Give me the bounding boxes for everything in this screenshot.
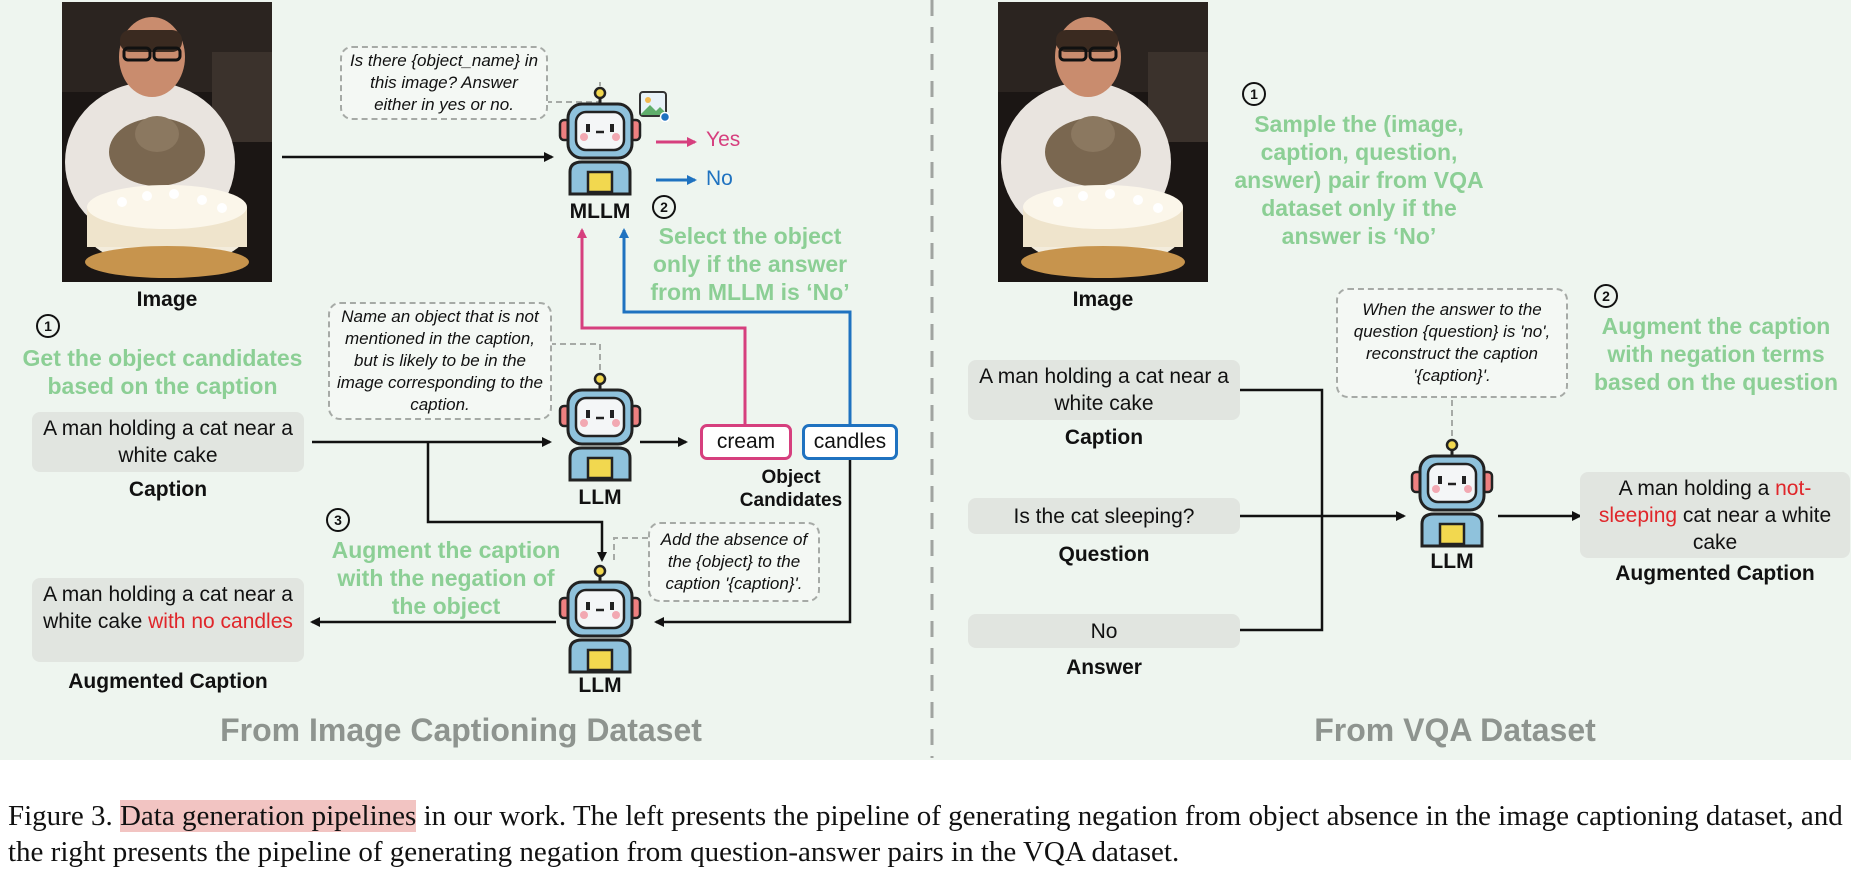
step1-description: Get the object candidates based on the c… — [22, 345, 303, 399]
right-photo-image — [998, 2, 1208, 282]
yes-answer: Yes — [706, 128, 741, 151]
llm-label-2: LLM — [578, 674, 622, 697]
right-step2-circle: 2 — [1594, 284, 1618, 308]
right-augmented-caption-box: A man holding a not-sleeping cat near a … — [1580, 472, 1850, 558]
right-augmented-suffix: cat near a white cake — [1682, 504, 1832, 554]
figure-caption-highlight: Data generation pipelines — [119, 800, 417, 832]
mllm-label: MLLM — [569, 200, 631, 223]
right-augmented-caption-label: Augmented Caption — [1615, 562, 1815, 585]
left-augmented-caption-text: A man holding a cat near a white cake — [43, 583, 293, 633]
candidate-candles: candles — [802, 424, 898, 460]
right-llm-label: LLM — [1430, 550, 1474, 573]
right-section-title: From VQA Dataset — [1314, 712, 1596, 748]
right-caption-box: A man holding a cat near a white cake — [968, 360, 1240, 420]
llm-robot-icon — [1410, 436, 1494, 548]
figure-caption-label: Figure 3. — [8, 800, 113, 832]
right-answer-box: No — [968, 614, 1240, 648]
left-section-title: From Image Captioning Dataset — [220, 712, 702, 748]
vqa-prompt: When the answer to the question {questio… — [1336, 288, 1568, 398]
figure-caption-text: in our work. The left presents the pipel… — [8, 800, 1843, 868]
right-augmented-prefix: A man holding a — [1618, 477, 1770, 500]
object-candidates-label: Object Candidates — [739, 467, 843, 511]
left-augmented-caption-box: A man holding a cat near a white cake wi… — [32, 578, 304, 662]
step3-circle: 3 — [326, 508, 350, 532]
right-augmented-negation: not-sleeping — [1598, 477, 1812, 527]
right-answer-label: Answer — [1066, 656, 1142, 679]
right-image-label: Image — [1072, 288, 1134, 311]
right-step1-circle: 1 — [1242, 82, 1266, 106]
mllm-prompt: Is there {object_name} in this image? An… — [340, 46, 548, 120]
llm-robot-icon — [558, 370, 642, 482]
mllm-robot-icon — [558, 84, 642, 196]
no-answer: No — [706, 167, 733, 190]
figure-caption: Figure 3. Data generation pipelines in o… — [8, 798, 1851, 870]
right-step2-description: Augment the caption with negation terms … — [1593, 313, 1839, 395]
image-icon — [638, 90, 670, 122]
step2-circle: 2 — [652, 195, 676, 219]
step3-description: Augment the caption with the negation of… — [331, 537, 561, 619]
left-caption-label: Caption — [128, 478, 208, 501]
figure-canvas: Image 1 Get the object candidates based … — [0, 0, 1851, 760]
right-question-label: Question — [1058, 543, 1150, 566]
right-caption-label: Caption — [1064, 426, 1144, 449]
candidate-cream: cream — [700, 424, 792, 460]
llm-absence-prompt: Add the absence of the {object} to the c… — [648, 522, 820, 602]
connector-lines — [282, 0, 1582, 758]
step1-circle: 1 — [36, 314, 60, 338]
llm-robot-icon — [558, 562, 642, 674]
left-photo-image — [62, 2, 272, 282]
right-step1-description: Sample the (image, caption, question, an… — [1234, 111, 1484, 249]
left-augmented-negation: with no candles — [148, 610, 293, 633]
left-caption-box: A man holding a cat near a white cake — [32, 412, 304, 472]
llm-object-prompt: Name an object that is not mentioned in … — [328, 302, 552, 420]
left-image-label: Image — [136, 288, 198, 311]
right-question-box: Is the cat sleeping? — [968, 498, 1240, 534]
left-augmented-caption-label: Augmented Caption — [68, 670, 268, 693]
llm-label-1: LLM — [578, 486, 622, 509]
step2-description: Select the object only if the answer fro… — [650, 223, 850, 305]
